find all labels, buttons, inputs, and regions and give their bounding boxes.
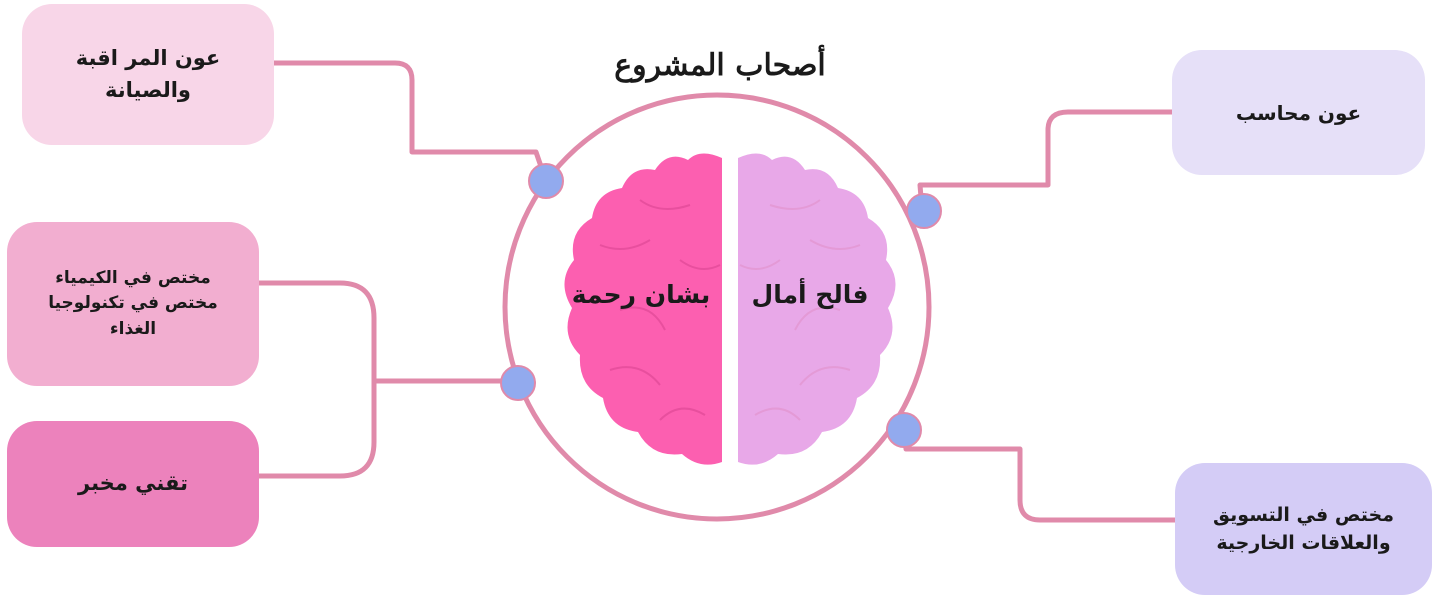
role-box-accountant: عون محاسب (1172, 50, 1425, 175)
connector-maintenance (271, 60, 549, 184)
role-box-lab-technician: تقني مخبر (7, 421, 259, 547)
role-box-marketing: مختص في التسويق والعلاقات الخارجية (1175, 463, 1432, 595)
connector-marketing (901, 427, 1178, 523)
connector-chemistry (256, 280, 521, 384)
role-label-line: الغذاء (109, 318, 157, 339)
role-box-chemistry: مختص في الكيمياء مختص في تكنولوجيا الغذا… (7, 222, 259, 386)
role-label-line: مختص في الكيمياء (55, 267, 211, 288)
brain-right-hemisphere (738, 153, 896, 465)
connectors (256, 60, 1178, 523)
brain-left-hemisphere (564, 153, 722, 465)
role-label-line: تقني مخبر (78, 471, 188, 496)
connector-accountant (917, 109, 1175, 213)
role-label-line: والصيانة (105, 77, 191, 102)
node-accountant (906, 193, 942, 229)
brain-right-label: فالح أمال (751, 280, 869, 309)
node-marketing (886, 412, 922, 448)
node-chemistry (500, 365, 536, 401)
nodes (500, 163, 942, 448)
brain-left-label: بشان رحمة (571, 280, 711, 309)
role-label-line: مختص في تكنولوجيا (48, 293, 218, 314)
diagram-title: أصحاب المشروع (614, 48, 826, 83)
role-box-maintenance: عون المر اقبة والصيانة (22, 4, 274, 145)
role-label-line: والعلاقات الخارجية (1216, 532, 1391, 554)
role-label-line: مختص في التسويق (1213, 503, 1394, 526)
role-label-line: عون محاسب (1235, 100, 1362, 125)
connector-lab (256, 378, 377, 479)
role-label-line: عون المر اقبة (75, 46, 221, 70)
node-maintenance (528, 163, 564, 199)
